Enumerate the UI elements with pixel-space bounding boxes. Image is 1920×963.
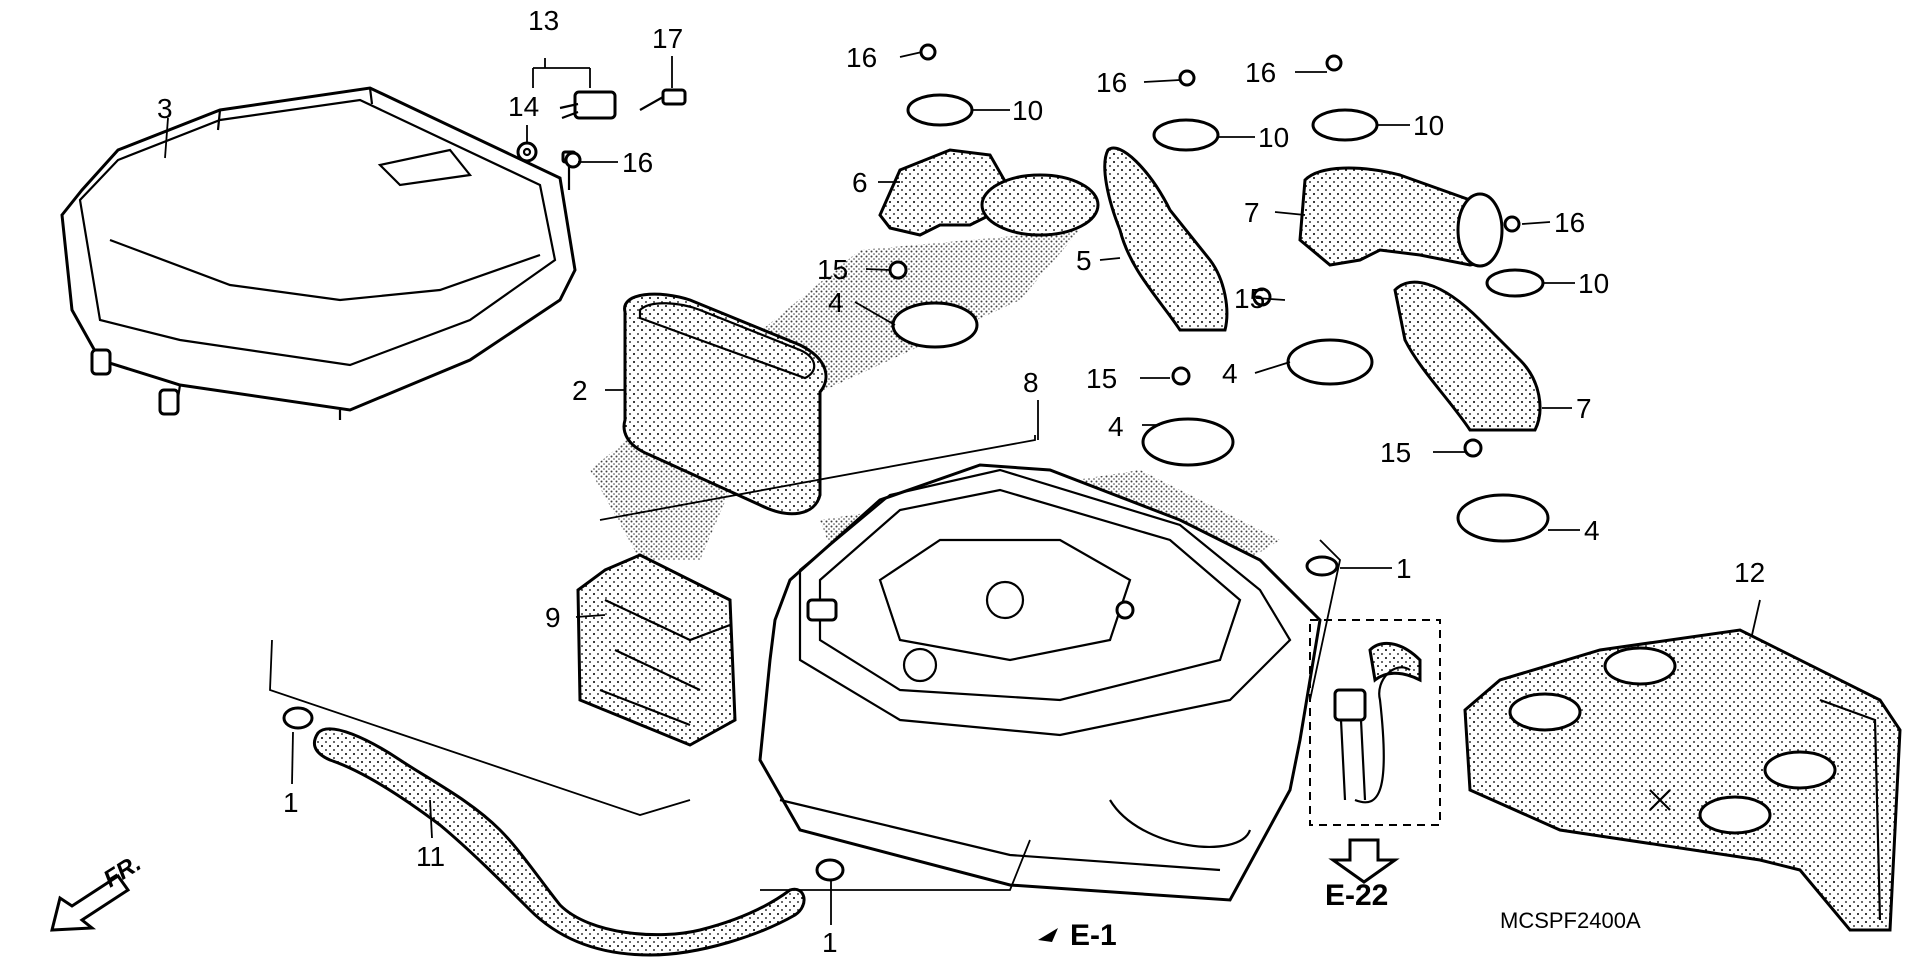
callout-4-center: 4 — [1108, 411, 1124, 442]
part-air-funnel-6 — [878, 148, 1100, 237]
callout-16-right: 16 — [1245, 57, 1276, 88]
callout-13: 13 — [528, 5, 559, 36]
e22-arrow — [1328, 838, 1400, 884]
part-joint-4 — [891, 301, 1550, 543]
callout-1-right: 1 — [1396, 553, 1412, 584]
part-heat-guard — [1463, 628, 1902, 932]
callout-15-right: 15 — [1380, 437, 1411, 468]
callout-6: 6 — [852, 167, 868, 198]
callout-16-sensor: 16 — [622, 147, 653, 178]
callout-11: 11 — [416, 841, 445, 872]
callout-12: 12 — [1734, 557, 1765, 588]
part-air-cleaner-case — [758, 463, 1322, 902]
callout-4-right: 4 — [1584, 515, 1600, 546]
callout-1-bottom: 1 — [822, 927, 838, 958]
front-direction-arrow-icon — [50, 873, 131, 932]
callout-4-left: 4 — [828, 287, 844, 318]
e22-subassembly — [1309, 619, 1441, 826]
callout-1-left: 1 — [283, 787, 299, 818]
ref-e1: E-1 — [1070, 919, 1117, 952]
callout-4-mid: 4 — [1222, 358, 1238, 389]
part-air-filter-element — [622, 292, 828, 516]
callout-15-center: 15 — [1086, 363, 1117, 394]
callout-7-lower: 7 — [1576, 393, 1592, 424]
callout-8: 8 — [1023, 367, 1039, 398]
e1-arrow-icon — [1038, 928, 1058, 942]
callout-14: 14 — [508, 91, 539, 122]
part-band-10 — [906, 93, 1545, 298]
callout-15-mid: 15 — [1234, 283, 1265, 314]
callout-labels: 3 13 14 17 16 16 10 6 15 4 8 2 9 5 16 10… — [157, 5, 1765, 958]
part-drain-tube — [312, 727, 806, 957]
callout-2: 2 — [572, 375, 588, 406]
callout-10-right: 10 — [1413, 110, 1444, 141]
callout-5: 5 — [1076, 245, 1092, 276]
callout-15-left: 15 — [817, 254, 848, 285]
callout-10-far-right: 10 — [1578, 268, 1609, 299]
callout-7-upper: 7 — [1244, 197, 1260, 228]
callout-17: 17 — [652, 23, 683, 54]
callout-16-mid: 16 — [1096, 67, 1127, 98]
leader-lines — [164, 51, 1761, 925]
part-air-funnel-7-lower — [1393, 280, 1542, 432]
part-iat-sensor — [516, 88, 687, 190]
callout-16-left: 16 — [846, 42, 877, 73]
part-air-cleaner-cover — [60, 86, 577, 420]
part-insulator — [576, 553, 737, 747]
callout-9: 9 — [545, 602, 561, 633]
part-air-funnel-7-upper — [1298, 166, 1504, 268]
diagram-code: MCSPF2400A — [1500, 908, 1641, 933]
part-hose-clamp — [282, 555, 1339, 882]
part-screws — [564, 43, 1521, 458]
callout-16-far-right: 16 — [1554, 207, 1585, 238]
ref-e22: E-22 — [1325, 879, 1388, 912]
part-air-funnel-5 — [1103, 146, 1229, 332]
callout-3: 3 — [157, 93, 173, 124]
callout-10-mid: 10 — [1258, 122, 1289, 153]
callout-10-left: 10 — [1012, 95, 1043, 126]
